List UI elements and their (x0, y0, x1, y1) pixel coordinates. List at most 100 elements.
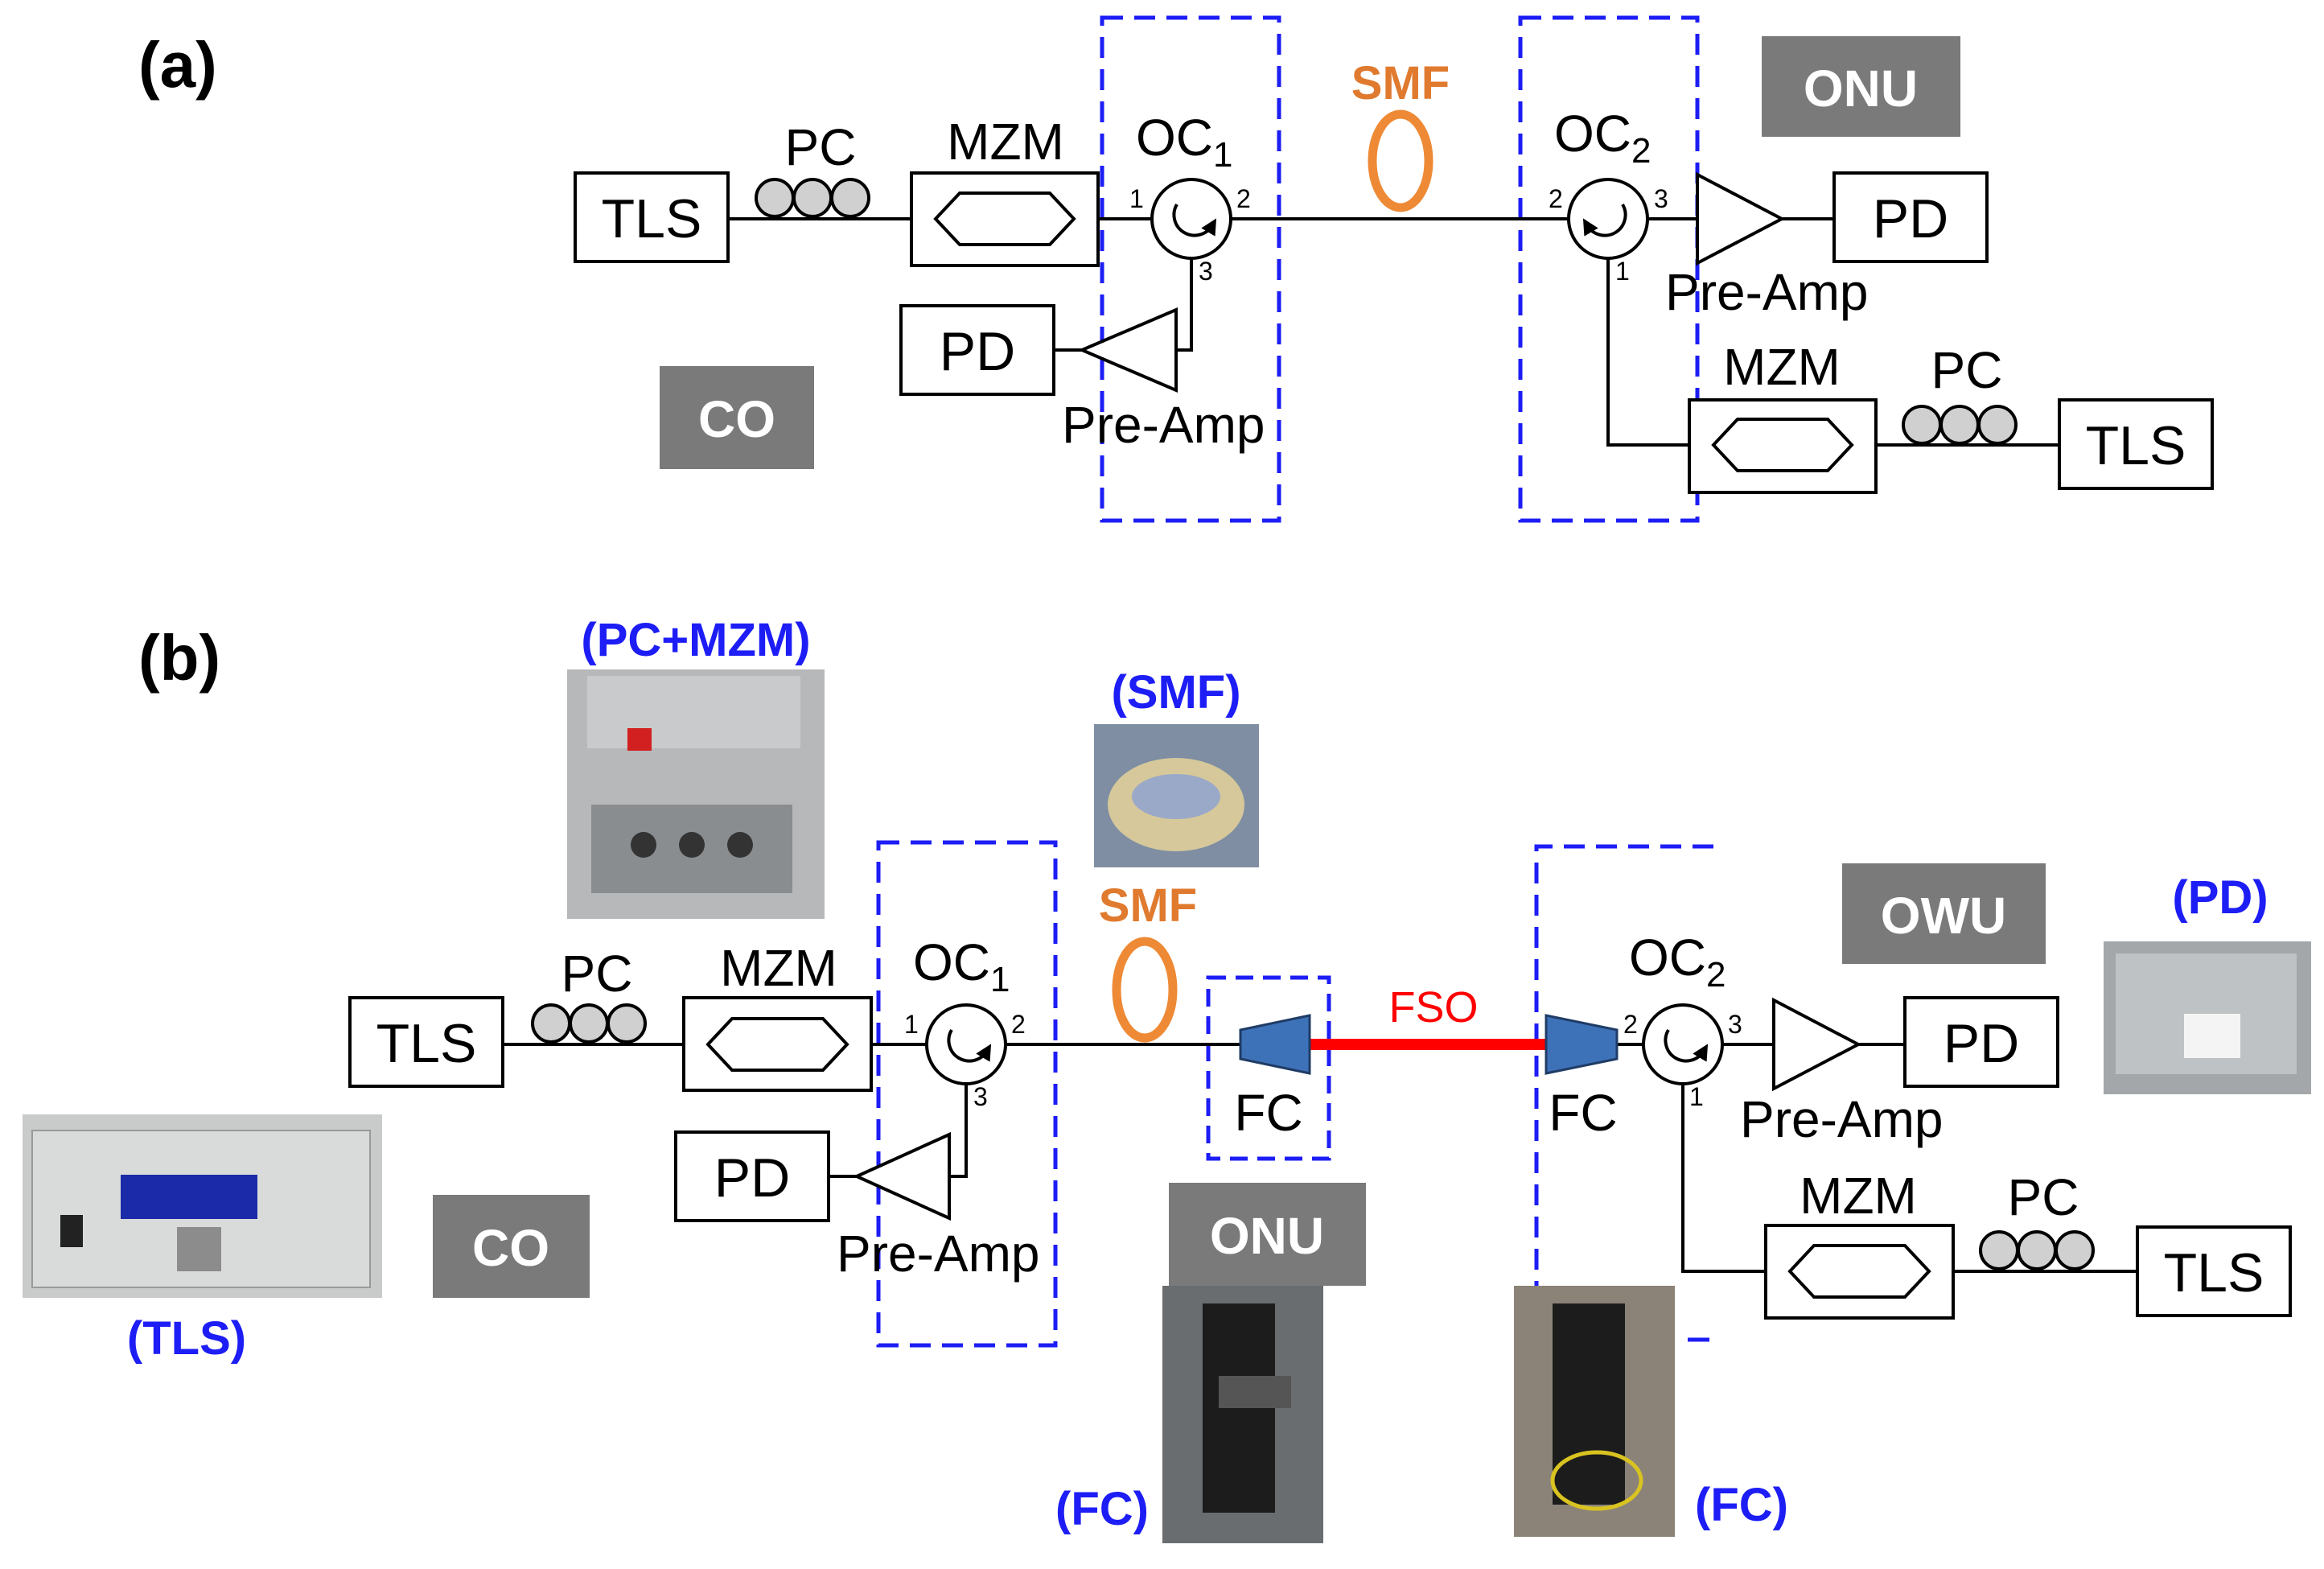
mzm-left-label: MZM (720, 939, 837, 997)
preamp-right-label: Pre-Amp (1740, 1090, 1944, 1148)
oc1-subscript: 1 (990, 960, 1010, 999)
oc1-port-3: 3 (1199, 257, 1213, 286)
co-remote-dashed-region (876, 840, 1058, 1348)
fiber-oc2-to-mzm (1681, 1084, 1766, 1273)
circulator-arrow-icon (947, 1028, 992, 1063)
oc2-circle (1567, 178, 1649, 260)
oc1-port-2: 2 (1236, 184, 1251, 213)
oc2-port-2: 2 (1549, 184, 1563, 213)
pd-left-label: PD (940, 321, 1015, 382)
owu-label: OWU (1881, 887, 2006, 945)
oc1-port-2: 2 (1011, 1010, 1026, 1039)
preamp-right-label: Pre-Amp (1665, 263, 1869, 321)
owu-node (1842, 863, 2046, 964)
oc1-label: OC (913, 933, 990, 991)
fc-left-label: FC (1234, 1084, 1302, 1142)
oc2-port-2: 2 (1623, 1010, 1638, 1039)
caption-pd: (PD) (2172, 871, 2268, 924)
preamp-left-icon (1077, 307, 1178, 393)
onu-node (1762, 36, 1960, 137)
oc2-port-3: 3 (1728, 1010, 1742, 1039)
tls-left-box (348, 996, 504, 1088)
co-node (433, 1195, 590, 1298)
fiber-oc1-to-preamp (949, 1084, 968, 1178)
preamp-left-label: Pre-Amp (837, 1225, 1040, 1283)
panel-a: (a) TLS PC MZM OC1 1 2 3 (138, 15, 2214, 523)
co-label: CO (698, 390, 775, 448)
pc-right-label: PC (1931, 341, 2003, 399)
oc2-circle (1642, 1003, 1724, 1085)
pc-left-icon (755, 178, 870, 218)
oc1-circle (925, 1003, 1007, 1085)
oc2-subscript: 2 (1631, 131, 1651, 171)
mzm-left-label: MZM (947, 113, 1064, 171)
tls-right-box (2136, 1225, 2292, 1317)
svg-text:OC1: OC1 (913, 933, 1010, 999)
smf-label: SMF (1099, 879, 1197, 932)
onu-label: ONU (1210, 1207, 1324, 1265)
circulator-arrow-icon (1664, 1028, 1709, 1063)
oc1-label: OC (1136, 109, 1213, 167)
oc2-port-1: 1 (1689, 1082, 1704, 1111)
preamp-left-icon (853, 1131, 951, 1221)
pd-left-box (899, 304, 1055, 396)
tls-right-box (2058, 398, 2214, 490)
svg-text:OC2: OC2 (1629, 929, 1726, 995)
panel-b: (b) (PC+MZM) (SMF) (PD) (TLS) (FC) (23, 614, 2311, 1543)
pd-left-box (674, 1130, 830, 1222)
preamp-left-label: Pre-Amp (1062, 396, 1265, 454)
co-label: CO (472, 1219, 549, 1277)
oc2-port-3: 3 (1654, 184, 1668, 213)
smf-coil-icon (1112, 937, 1178, 1043)
pd-right-box (1832, 171, 1989, 263)
pc-left-label: PC (561, 945, 633, 1003)
tls-left-label: TLS (376, 1013, 477, 1074)
onu-label: ONU (1804, 60, 1918, 117)
panel-a-label: (a) (138, 29, 217, 101)
caption-pc-mzm: (PC+MZM) (581, 614, 810, 666)
circulator-arrow-icon (1582, 203, 1627, 237)
pc-right-icon (1902, 405, 2018, 445)
caption-fc-right: (FC) (1695, 1479, 1788, 1531)
oc2-label: OC (1554, 105, 1631, 163)
pc-left-label: PC (785, 118, 857, 176)
collimator-right-icon (1545, 1014, 1619, 1075)
panel-b-label: (b) (138, 622, 220, 694)
preamp-right-icon (1772, 997, 1862, 1092)
caption-fc-left: (FC) (1055, 1483, 1149, 1535)
collimator-left-icon (1239, 1014, 1311, 1075)
caption-tls: (TLS) (127, 1312, 246, 1365)
tls-right-label: TLS (2164, 1242, 2264, 1303)
oc2-subscript: 2 (1706, 955, 1726, 995)
oc1-port-1: 1 (904, 1010, 919, 1039)
pd-right-box (1903, 996, 2059, 1088)
circulator-arrow-icon (1172, 203, 1217, 237)
pc-right-label: PC (2008, 1168, 2079, 1226)
tls-left-box (574, 171, 730, 263)
mzm-right-icon (1787, 1244, 1931, 1299)
tls-right-label: TLS (2086, 415, 2186, 476)
mzm-right-icon (1711, 418, 1854, 472)
fc-right-label: FC (1549, 1084, 1617, 1142)
onu-dashed-region (1518, 15, 1700, 523)
smf-coil-icon (1368, 109, 1433, 212)
co-node (660, 366, 814, 469)
onu-dashed-region (1534, 844, 1713, 1340)
onu-node (1169, 1183, 1366, 1286)
fso-label: FSO (1388, 983, 1478, 1032)
co-remote-dashed-region (1100, 15, 1281, 523)
svg-text:OC1: OC1 (1136, 109, 1232, 175)
oc1-port-1: 1 (1129, 184, 1144, 213)
oc1-subscript: 1 (1213, 135, 1232, 175)
mzm-left-icon (933, 191, 1076, 246)
preamp-right-icon (1696, 171, 1786, 266)
fiber-oc2-to-mzm (1606, 258, 1689, 447)
pc-right-icon (1979, 1230, 2095, 1270)
pd-right-label: PD (1944, 1013, 2019, 1074)
fc-left-dashed-region (1206, 975, 1331, 1161)
oc1-port-3: 3 (973, 1082, 988, 1111)
pd-left-label: PD (714, 1147, 790, 1209)
pc-left-icon (531, 1003, 647, 1044)
tls-left-label: TLS (602, 188, 702, 249)
